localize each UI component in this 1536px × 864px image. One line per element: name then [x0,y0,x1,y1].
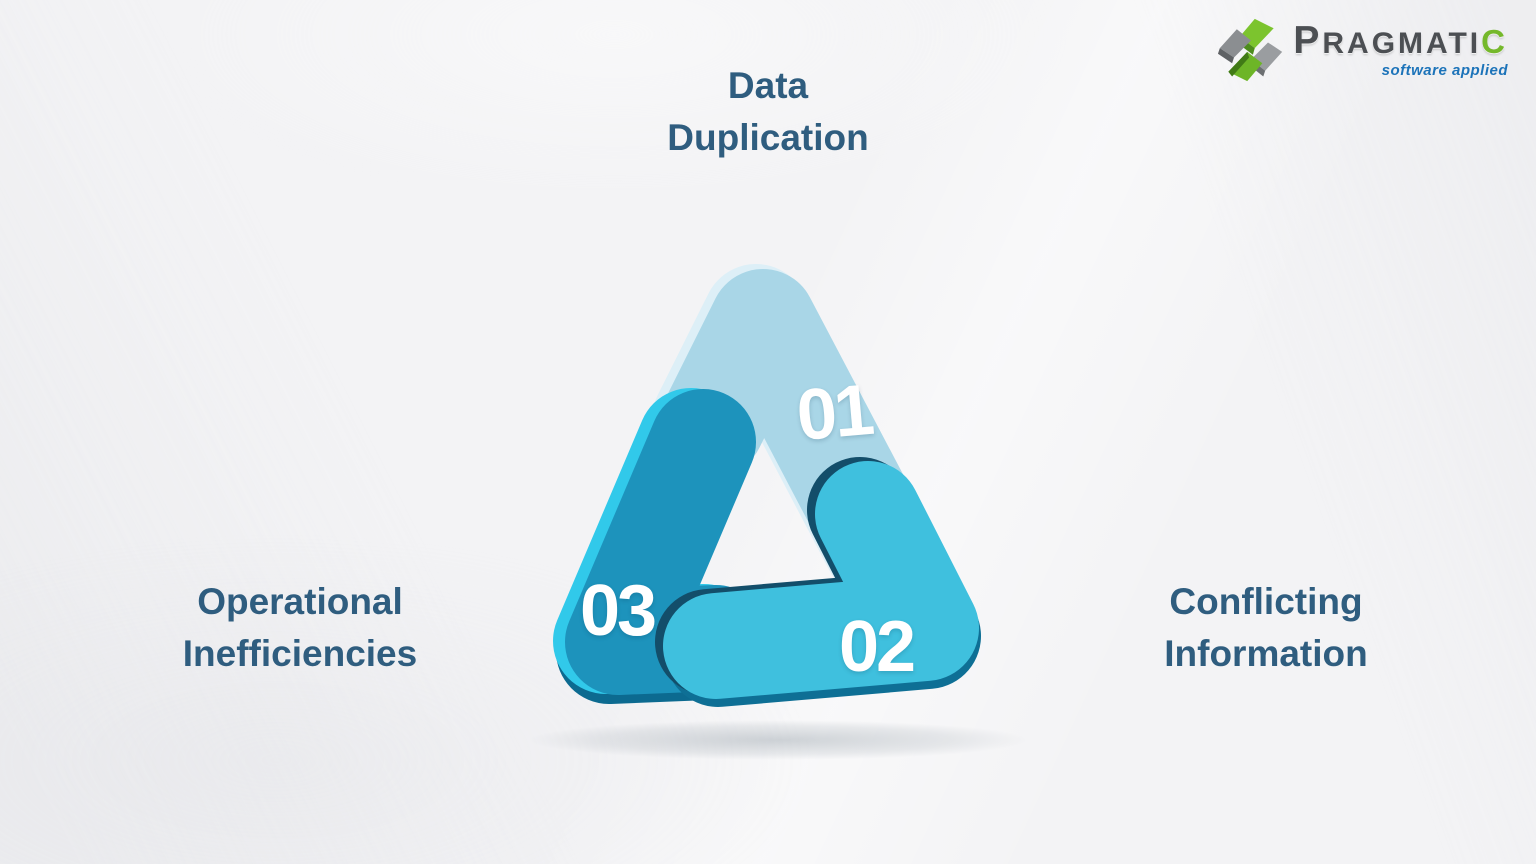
label-conflicting-information-line1: Conflicting [1169,581,1363,622]
logo-blade-gray-left-side [1218,48,1235,64]
label-conflicting-information: Conflicting Information [1164,576,1367,680]
segment-02-number: 02 [838,607,916,687]
pragmatic-logo: PRAGMATIC software applied [1217,16,1508,84]
wordmark-accent-letter: C [1481,23,1508,60]
wordmark-body: RAGMATI [1322,27,1482,60]
logo-blade-gray-left [1220,29,1252,58]
label-operational-inefficiencies-line1: Operational [197,581,403,622]
label-data-duplication-line1: Data [727,65,809,106]
segment-02 [663,461,979,699]
label-operational-inefficiencies-line2: Inefficiencies [182,633,418,674]
logo-blade-green-bottom-side [1228,51,1250,77]
pragmatic-tagline: software applied [1381,62,1508,79]
wordmark-initial: P [1293,19,1323,62]
label-operational-inefficiencies: Operational Inefficiencies [183,576,417,680]
label-data-duplication: Data Duplication [667,60,868,164]
pragmatic-wordmark: PRAGMATIC [1293,21,1508,60]
label-conflicting-information-line2: Information [1164,633,1368,674]
logo-blade-green-bottom [1228,51,1263,82]
pragmatic-logo-text: PRAGMATIC software applied [1293,21,1508,79]
segment-03-number: 03 [579,571,657,651]
pragmatic-logo-icon [1218,18,1283,82]
triangle-floor-shadow [528,720,1028,760]
label-data-duplication-line2: Duplication [667,117,869,158]
segment-01-number: 01 [793,369,875,457]
